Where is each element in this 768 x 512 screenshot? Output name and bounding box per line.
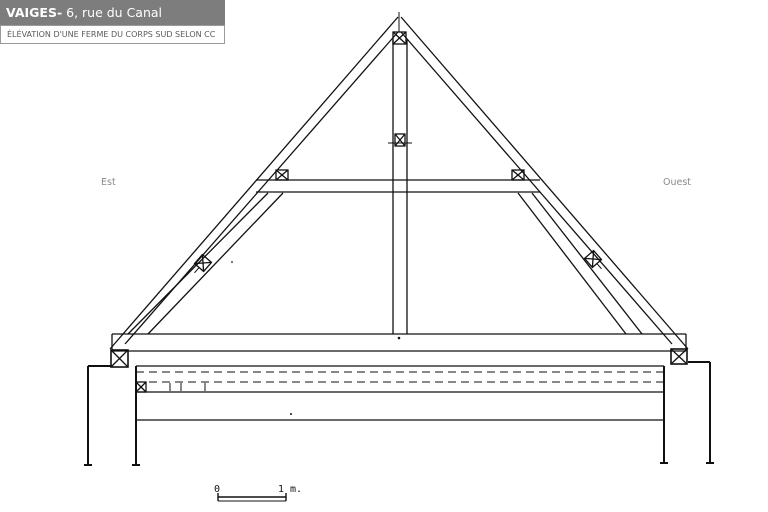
right-principal-rafter (400, 16, 689, 350)
title-block: VAIGES- 6, rue du Canal ÉLÉVATION D'UNE … (0, 0, 225, 44)
left-sill-block (135, 381, 147, 393)
right-wall (660, 361, 714, 464)
site-title: VAIGES- 6, rue du Canal (0, 0, 225, 25)
left-mid-purlin (193, 253, 213, 274)
left-wall (84, 365, 140, 466)
collar-beam (256, 179, 540, 193)
ridge-purlin (392, 12, 407, 45)
tie-beam (111, 333, 687, 352)
scale-end-label: 1 m. (278, 484, 303, 495)
drawing-subtitle: ÉLÉVATION D'UNE FERME DU CORPS SUD SELON… (0, 25, 225, 44)
left-upper-purlin (275, 169, 289, 181)
site-title-bold: VAIGES- (6, 5, 63, 20)
right-upper-purlin (511, 169, 525, 181)
left-principal-rafter (109, 16, 399, 350)
site-title-address: 6, rue du Canal (62, 5, 163, 20)
scale-start-label: 0 (214, 484, 221, 495)
right-wall-plate (670, 348, 688, 365)
left-wall-plate (110, 349, 129, 368)
orientation-left-label: Est (101, 177, 116, 188)
right-mid-purlin (583, 249, 603, 270)
orientation-right-label: Ouest (663, 177, 692, 188)
right-lower-rafter (517, 192, 643, 335)
left-lower-rafter (127, 192, 284, 335)
king-post (392, 40, 408, 334)
lower-beams (135, 365, 665, 421)
scale-bar (217, 493, 287, 502)
king-post-joint (388, 133, 412, 147)
